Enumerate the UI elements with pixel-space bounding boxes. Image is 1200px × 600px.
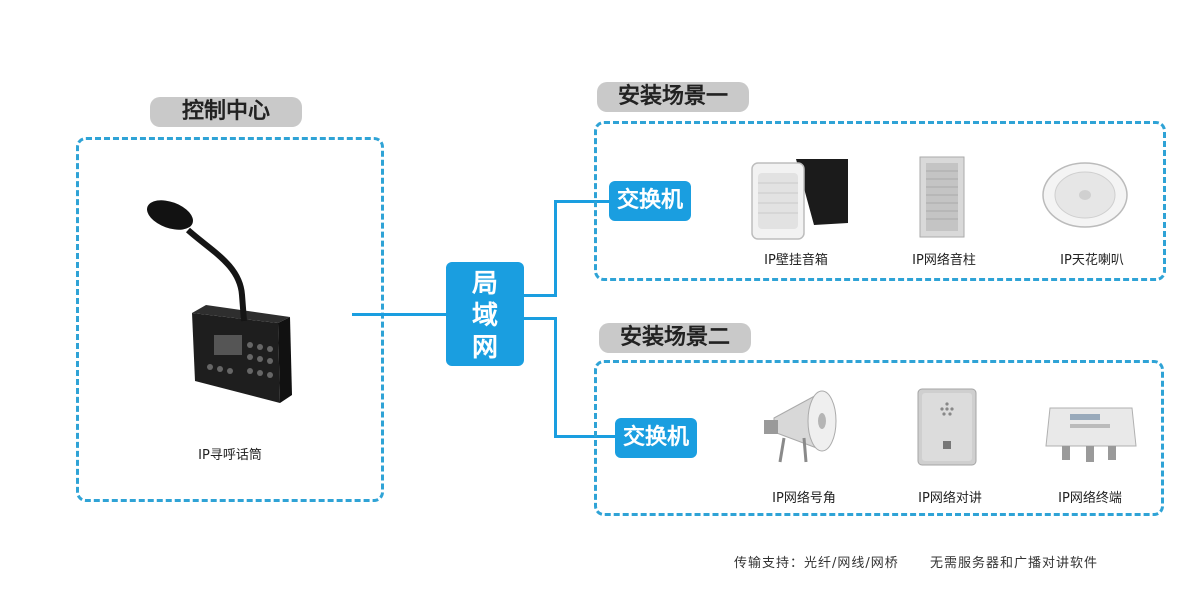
footer-no-server: 无需服务器和广播对讲软件: [930, 556, 1099, 571]
link-lan-to-switch1-v: [554, 200, 557, 297]
horn-speaker-label: IP网络号角: [772, 491, 836, 506]
lan-char-3: 网: [471, 333, 498, 363]
paging-microphone-image: [147, 200, 292, 403]
wall-speaker-image: [751, 159, 848, 240]
footer-transmission: 传输支持：光纤/网线/网桥: [734, 556, 899, 571]
paging-microphone-label: IP寻呼话筒: [198, 448, 262, 463]
lan-box: 局 域 网: [446, 262, 524, 366]
column-speaker-image: [919, 156, 965, 238]
lan-char-1: 局: [471, 269, 498, 299]
link-lan-to-switch1-h1: [524, 294, 557, 297]
ceiling-speaker-label: IP天花喇叭: [1060, 253, 1124, 268]
lan-char-2: 域: [471, 301, 498, 331]
scene1-switch: 交换机: [609, 181, 691, 221]
scene1-box: [594, 121, 1166, 281]
control-center-title: 控制中心: [150, 97, 302, 127]
scene2-box: [594, 360, 1164, 516]
link-lan-to-switch2-v: [554, 317, 557, 438]
link-lan-to-switch2-h2: [554, 435, 616, 438]
wall-speaker-label: IP壁挂音箱: [764, 253, 828, 268]
column-speaker-label: IP网络音柱: [912, 253, 976, 268]
scene2-title: 安装场景二: [599, 323, 751, 353]
network-terminal-image: [1045, 407, 1137, 462]
link-control-to-lan: [352, 313, 447, 316]
scene2-switch: 交换机: [615, 418, 697, 458]
intercom-image: [917, 388, 977, 466]
horn-speaker-image: [764, 390, 837, 463]
network-terminal-label: IP网络终端: [1058, 491, 1122, 506]
link-lan-to-switch1-h2: [554, 200, 610, 203]
control-center-box: [76, 137, 384, 502]
ceiling-speaker-image: [1042, 162, 1128, 228]
intercom-label: IP网络对讲: [918, 491, 982, 506]
link-lan-to-switch2-h1: [524, 317, 557, 320]
scene1-title: 安装场景一: [597, 82, 749, 112]
